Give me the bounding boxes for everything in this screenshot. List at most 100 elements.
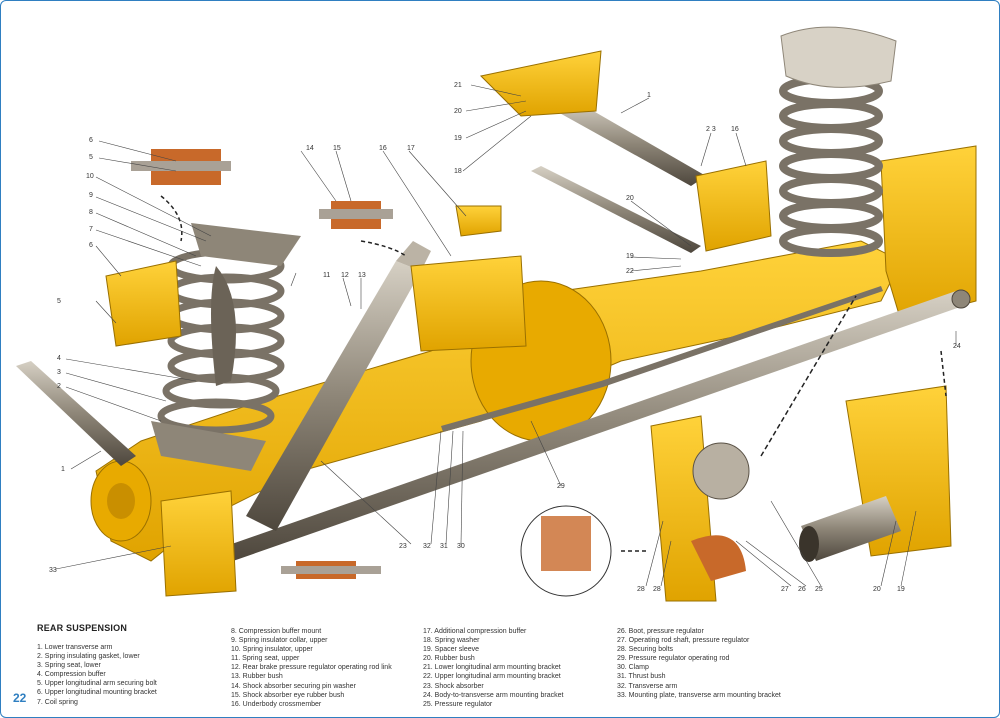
bracket-16-right bbox=[695, 160, 772, 252]
legend-item: 33. Mounting plate, transverse arm mount… bbox=[617, 691, 781, 699]
dashed-arrow-3 bbox=[760, 295, 857, 457]
legend-item: 22. Upper longitudinal arm mounting brac… bbox=[423, 673, 561, 681]
legend-item: 29. Pressure regulator operating rod bbox=[617, 655, 730, 663]
callout-10: 10 bbox=[86, 173, 94, 180]
bracket-21 bbox=[479, 50, 602, 117]
legend-item: 18. Spring washer bbox=[423, 637, 480, 645]
legend: REAR SUSPENSION 1. Lower transverse arm … bbox=[37, 623, 797, 711]
callout-11: 11 bbox=[323, 272, 330, 279]
callout-16-right: 16 bbox=[731, 126, 739, 133]
legend-item: 10. Spring insulator, upper bbox=[231, 646, 313, 654]
legend-item: 24. Body-to-transverse arm mounting brac… bbox=[423, 691, 564, 699]
legend-item: 7. Coil spring bbox=[37, 698, 78, 706]
legend-item: 20. Rubber bush bbox=[423, 655, 475, 663]
legend-item: 31. Thrust bush bbox=[617, 673, 666, 681]
legend-item: 32. Transverse arm bbox=[617, 682, 678, 690]
callout-12: 12 bbox=[341, 272, 349, 279]
legend-item: 13. Rubber bush bbox=[231, 673, 283, 681]
callout-31: 31 bbox=[440, 543, 448, 550]
legend-item: 3. Spring seat, lower bbox=[37, 662, 101, 670]
leader-lines bbox=[55, 84, 957, 587]
callout-6b: 6 bbox=[89, 242, 93, 249]
legend-item: 26. Boot, pressure regulator bbox=[617, 628, 704, 635]
dashed-arrow-1 bbox=[160, 195, 183, 242]
inset-circle-27-content bbox=[541, 516, 591, 571]
legend-item: 8. Compression buffer mount bbox=[231, 628, 322, 635]
inset-bush-6 bbox=[131, 149, 231, 185]
callout-16: 16 bbox=[379, 145, 387, 152]
callout-13: 13 bbox=[358, 272, 366, 279]
page-number: 22 bbox=[13, 691, 27, 705]
callout-20-right: 20 bbox=[626, 195, 634, 202]
legend-item: 16. Underbody crossmember bbox=[231, 700, 322, 708]
spring-seat-upper-right bbox=[780, 26, 897, 88]
legend-item: 4. Compression buffer bbox=[37, 671, 106, 679]
buffer-17 bbox=[455, 205, 502, 237]
legend-item: 27. Operating rod shaft, pressure regula… bbox=[617, 637, 750, 645]
callout-32: 32 bbox=[423, 543, 431, 550]
rod-middle bbox=[531, 166, 701, 253]
callout-25: 25 bbox=[815, 586, 823, 593]
regulator-rod bbox=[441, 286, 883, 432]
bracket-33 bbox=[160, 490, 237, 597]
callout-5: 5 bbox=[89, 154, 93, 161]
suspension-illustration: 6 5 10 9 8 7 6 5 4 3 2 1 14 15 16 17 11 … bbox=[16, 26, 977, 602]
spring-seat-upper-left bbox=[191, 223, 301, 266]
callout-20-br: 20 bbox=[873, 586, 881, 593]
callout-1: 1 bbox=[61, 466, 65, 473]
legend-item: 5. Upper longitudinal arm securing bolt bbox=[37, 680, 157, 688]
callout-2: 2 bbox=[57, 383, 61, 390]
callout-28a: 28 bbox=[637, 586, 645, 593]
bracket-24-detail bbox=[799, 385, 952, 562]
callout-5b: 5 bbox=[57, 298, 61, 305]
callout-28b: 28 bbox=[653, 586, 661, 593]
legend-title: REAR SUSPENSION bbox=[37, 623, 128, 633]
legend-item: 17. Additional compression buffer bbox=[423, 628, 527, 635]
inset-bush-15 bbox=[319, 201, 393, 229]
transverse-arm bbox=[226, 289, 971, 561]
callout-20: 20 bbox=[454, 108, 462, 115]
upper-arm bbox=[556, 101, 706, 186]
legend-item: 11. Spring seat, upper bbox=[231, 655, 300, 663]
callout-24: 24 bbox=[953, 343, 961, 350]
legend-item: 30. Clamp bbox=[617, 664, 649, 672]
legend-item: 12. Rear brake pressure regulator operat… bbox=[231, 664, 392, 672]
regulator-detail bbox=[650, 415, 750, 602]
callout-27: 27 bbox=[781, 586, 789, 593]
callout-29: 29 bbox=[557, 483, 565, 490]
callout-19-br: 19 bbox=[897, 586, 905, 593]
callout-33: 33 bbox=[49, 567, 57, 574]
compression-buffer-left bbox=[211, 266, 236, 386]
legend-item: 19. Spacer sleeve bbox=[423, 646, 480, 654]
legend-column-1: 1. Lower transverse arm 2. Spring insula… bbox=[37, 643, 227, 707]
callout-7: 7 bbox=[89, 226, 93, 233]
dashed-arrow-5 bbox=[940, 350, 947, 397]
callout-2-3: 2 3 bbox=[706, 126, 716, 133]
legend-column-3: 17. Additional compression buffer 18. Sp… bbox=[423, 627, 615, 709]
legend-item: 15. Shock absorber eye rubber bush bbox=[231, 691, 345, 699]
callout-9: 9 bbox=[89, 192, 93, 199]
callout-26: 26 bbox=[798, 586, 806, 593]
callout-21: 21 bbox=[454, 82, 462, 89]
legend-item: 6. Upper longitudinal mounting bracket bbox=[37, 689, 157, 697]
lower-arm-left bbox=[16, 361, 136, 466]
callout-19-right: 19 bbox=[626, 253, 634, 260]
inset-bolt-33 bbox=[281, 561, 381, 579]
callout-23: 23 bbox=[399, 543, 407, 550]
legend-column-4: 26. Boot, pressure regulator 27. Operati… bbox=[617, 627, 807, 700]
callout-18: 18 bbox=[454, 168, 462, 175]
legend-item: 23. Shock absorber bbox=[423, 682, 484, 690]
legend-item: 25. Pressure regulator bbox=[423, 700, 493, 708]
legend-item: 21. Lower longitudinal arm mounting brac… bbox=[423, 664, 561, 672]
legend-item: 2. Spring insulating gasket, lower bbox=[37, 653, 140, 661]
legend-item: 28. Securing bolts bbox=[617, 646, 674, 654]
callout-1-top: 1 bbox=[647, 92, 651, 99]
legend-column-2: 8. Compression buffer mount 9. Spring in… bbox=[231, 627, 423, 709]
spring-seat-lower-left bbox=[151, 421, 266, 471]
legend-item: 9. Spring insulator collar, upper bbox=[231, 637, 328, 645]
callout-19: 19 bbox=[454, 135, 462, 142]
coil-spring-right bbox=[779, 75, 883, 257]
shock-absorber bbox=[246, 241, 431, 531]
callout-6: 6 bbox=[89, 137, 93, 144]
